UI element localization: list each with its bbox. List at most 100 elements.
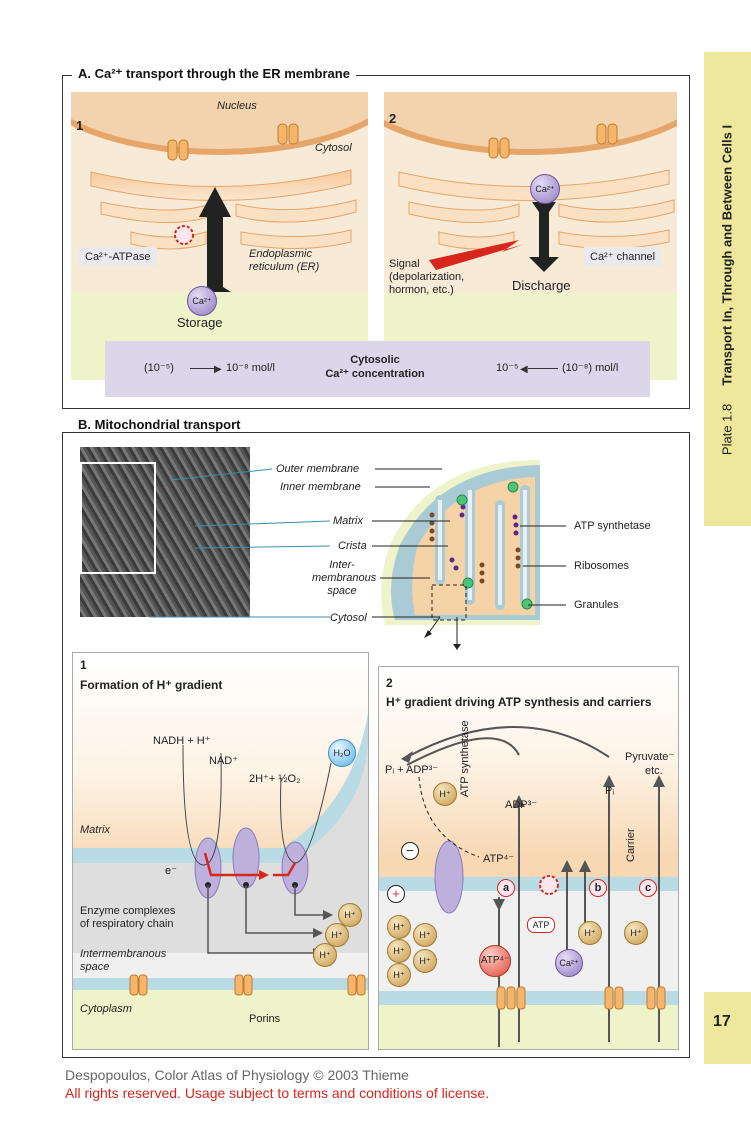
h-ion-ims-2: H⁺	[413, 923, 437, 947]
h-ion-ims-5: H⁺	[387, 963, 411, 987]
conc-left-arrow	[190, 368, 220, 369]
conc-left-arrowhead: ▶	[214, 364, 222, 375]
conc-left-from: (10⁻⁵)	[144, 362, 174, 374]
ca-channel-label: Ca²⁺ channel	[584, 247, 662, 266]
nad-label: NAD⁺	[209, 755, 239, 767]
intermembrane-label-2: membranous	[312, 572, 377, 584]
plus-sign: +	[387, 885, 405, 903]
h-ion-matrix: H⁺	[433, 782, 457, 806]
conc-left-to: 10⁻⁸ mol/l	[226, 362, 275, 374]
ca-ion-b2: Ca²⁺	[555, 949, 583, 977]
intermembranous-label-2: space	[80, 961, 110, 973]
porins-label: Porins	[249, 1013, 281, 1025]
h-ion-ims-4: H⁺	[413, 949, 437, 973]
concentration-bar	[105, 341, 650, 397]
panel-b1: 1 Formation of H⁺ gradient NADH + H⁺ NAD…	[72, 652, 369, 1050]
panel-b1-number: 1	[80, 658, 87, 672]
panel-a1: Nucleus 1 Cytosol Ca²⁺-ATPase Endoplasmi…	[71, 92, 368, 380]
page-number-tab	[704, 992, 751, 1064]
atp-synthetase-b2-label: ATP synthetase	[459, 720, 471, 797]
conc-center-2: Ca²⁺ concentration	[325, 368, 425, 380]
atp-small-label: ATP	[527, 917, 555, 933]
leader-lines	[150, 468, 450, 618]
side-tab-text: Plate 1.8 Transport In, Through and Betw…	[720, 125, 735, 455]
conc-right-arrow	[528, 368, 558, 369]
pyruvate-label-1: Pyruvate⁻	[625, 751, 675, 763]
copyright-line: Despopoulos, Color Atlas of Physiology ©…	[65, 1067, 409, 1083]
signal-label-3: hormon, etc.)	[389, 284, 454, 296]
conc-center-1: Cytosolic	[350, 354, 400, 366]
er-diagram-2	[384, 92, 677, 292]
leader-lines-right	[520, 525, 566, 606]
nadh-label: NADH + H⁺	[153, 735, 211, 747]
pi-adp-label: Pᵢ + ADP³⁻	[385, 764, 439, 776]
h-ion-b: H⁺	[578, 921, 602, 945]
electron-micrograph	[80, 447, 250, 617]
respiratory-chain-diagram	[73, 713, 368, 1049]
zoom-arrows	[424, 616, 461, 650]
carrier-b: b	[589, 879, 607, 897]
signal-label-2: (depolarization,	[389, 271, 465, 283]
micrograph-highlight-box	[80, 462, 156, 574]
discharge-label: Discharge	[512, 278, 571, 293]
mitochondrion-diagram	[370, 455, 545, 625]
conc-right-arrowhead: ◀	[520, 364, 528, 375]
inner-membrane-label: Inner membrane	[280, 481, 361, 493]
cytosol-b-label: Cytosol	[330, 612, 367, 624]
h2o-molecule: H₂O	[328, 739, 356, 767]
h-ion-1: H⁺	[338, 903, 362, 927]
plate-title: Transport In, Through and Between Cells …	[719, 124, 735, 386]
section-a-title: A. Ca²⁺ transport through the ER membran…	[72, 66, 356, 82]
crista-label: Crista	[338, 540, 367, 552]
h-ion-ims-1: H⁺	[387, 915, 411, 939]
adp-label: ADP³⁻	[505, 799, 538, 811]
water-equation-label: 2H⁺+ ½O₂	[249, 773, 301, 785]
er-label-1: Endoplasmic	[249, 248, 312, 260]
panel-b2-title: H⁺ gradient driving ATP synthesis and ca…	[386, 695, 652, 709]
page-number: 17	[713, 1013, 731, 1030]
ribosomes-label: Ribosomes	[574, 560, 630, 572]
atp-synthesis-diagram	[379, 726, 678, 1049]
conc-right-to: 10⁻⁵	[496, 362, 519, 374]
enzyme-label-2: of respiratory chain	[80, 918, 174, 930]
outer-membrane-label: Outer membrane	[276, 463, 360, 475]
er-diagram-1	[71, 92, 368, 292]
h-ion-3: H⁺	[313, 943, 337, 967]
pi-label: Pᵢ	[605, 785, 615, 797]
panel-b1-title: Formation of H⁺ gradient	[80, 678, 223, 692]
er-label-2: reticulum (ER)	[249, 261, 320, 273]
carrier-c: c	[639, 879, 657, 897]
carrier-a: a	[497, 879, 515, 897]
minus-sign: −	[401, 842, 419, 860]
intermembranous-label-1: Intermembranous	[80, 948, 167, 960]
section-b-title: B. Mitochondrial transport	[72, 417, 247, 432]
atp-synthetase-label: ATP synthetase	[574, 520, 651, 532]
cytoplasm-label: Cytoplasm	[80, 1003, 132, 1015]
storage-label: Storage	[177, 315, 223, 330]
atp4-molecule: ATP⁴⁻	[479, 945, 511, 977]
electron-label: e⁻	[165, 865, 177, 877]
plate-label: Plate 1.8	[719, 403, 735, 456]
h-ion-ims-3: H⁺	[387, 939, 411, 963]
nucleus-label: Nucleus	[217, 100, 257, 112]
pyruvate-label-2: etc.	[645, 765, 663, 777]
section-a-frame	[62, 75, 690, 409]
panel-a2: 2 Ca²⁺ Signal (depolarization, hormon, e…	[384, 92, 677, 380]
h-ion-c: H⁺	[624, 921, 648, 945]
signal-label-1: Signal	[389, 258, 420, 270]
ca-atpase-label: Ca²⁺-ATPase	[79, 247, 157, 266]
enzyme-label-1: Enzyme complexes	[80, 905, 176, 917]
atp4-label: ATP⁴⁻	[483, 853, 515, 865]
intermembrane-label-1: Inter-	[329, 559, 355, 571]
granules-label: Granules	[574, 599, 619, 611]
ca-ion-storage: Ca²⁺	[187, 286, 217, 316]
matrix-label: Matrix	[333, 515, 363, 527]
panel-b2: 2 H⁺ gradient driving ATP synthesis and …	[378, 666, 679, 1050]
panel-a1-number: 1	[76, 118, 84, 133]
matrix-b1-label: Matrix	[80, 824, 110, 836]
side-tab	[704, 52, 751, 526]
rights-line: All rights reserved. Usage subject to te…	[65, 1085, 490, 1101]
panel-a2-number: 2	[389, 111, 397, 126]
carrier-label: Carrier	[625, 828, 637, 862]
cytosol-label: Cytosol	[315, 142, 352, 154]
